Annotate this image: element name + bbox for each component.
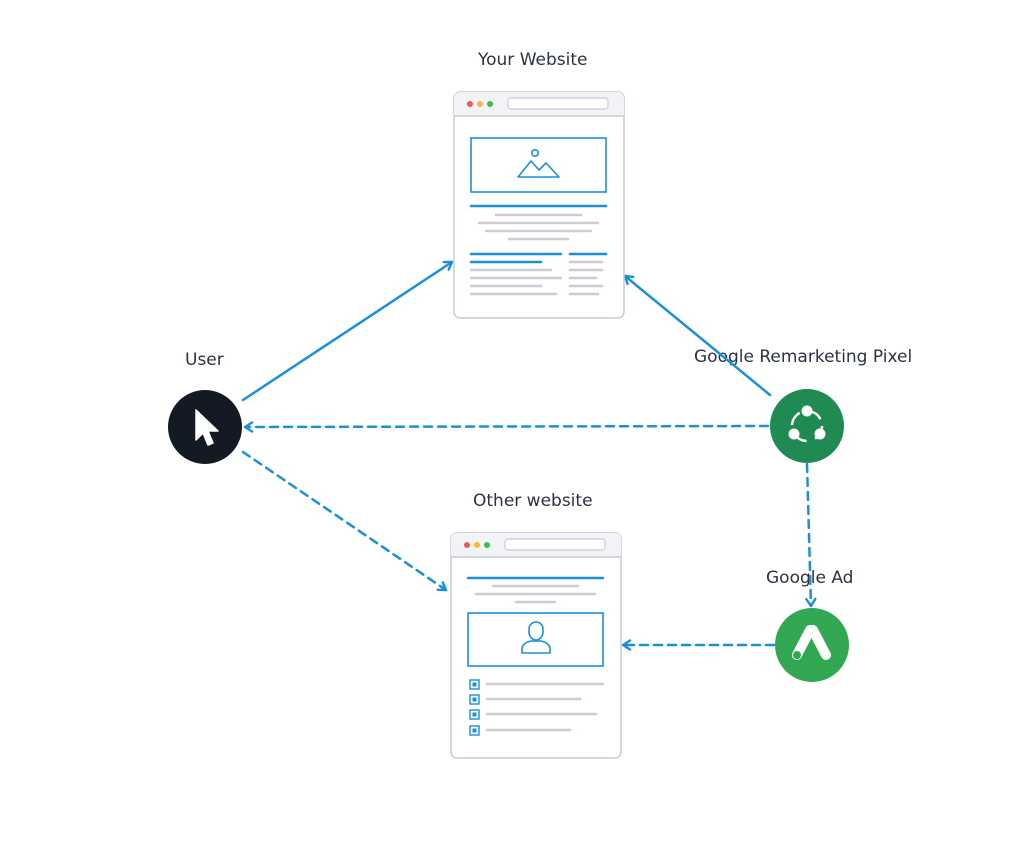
your-website-mockup [453,91,625,319]
edge-pixel-to-user [243,421,770,433]
edge-user-to-other-website [241,450,448,592]
share-nodes-icon [788,405,826,443]
person-avatar-icon [521,621,551,654]
your-website-content-lines [469,204,608,296]
edges [241,260,817,651]
browser-red-dot [464,542,470,548]
google-remarketing-pixel-label: Google Remarketing Pixel [694,347,913,367]
cursor-icon [195,409,219,446]
mountain-image-icon [517,149,560,178]
edge-pixel-to-your-website [623,274,772,397]
google-ads-icon [792,625,831,660]
browser-red-dot [467,101,473,107]
your-website-label: Your Website [478,50,588,70]
browser-yellow-dot [477,101,483,107]
edge-pixel-to-google-ad [805,462,817,608]
browser-yellow-dot [474,542,480,548]
other-website-list [469,679,605,736]
address-bar [504,538,606,551]
edge-user-to-your-website [241,260,454,402]
other-website-label: Other website [473,491,593,511]
other-website-header-lines [466,576,605,604]
browser-green-dot [487,101,493,107]
pixel-node [770,389,844,463]
user-label: User [185,350,224,370]
address-bar [507,97,609,110]
google-ad-node [775,608,849,682]
user-node [168,390,242,464]
other-website-mockup [450,532,622,759]
browser-green-dot [484,542,490,548]
